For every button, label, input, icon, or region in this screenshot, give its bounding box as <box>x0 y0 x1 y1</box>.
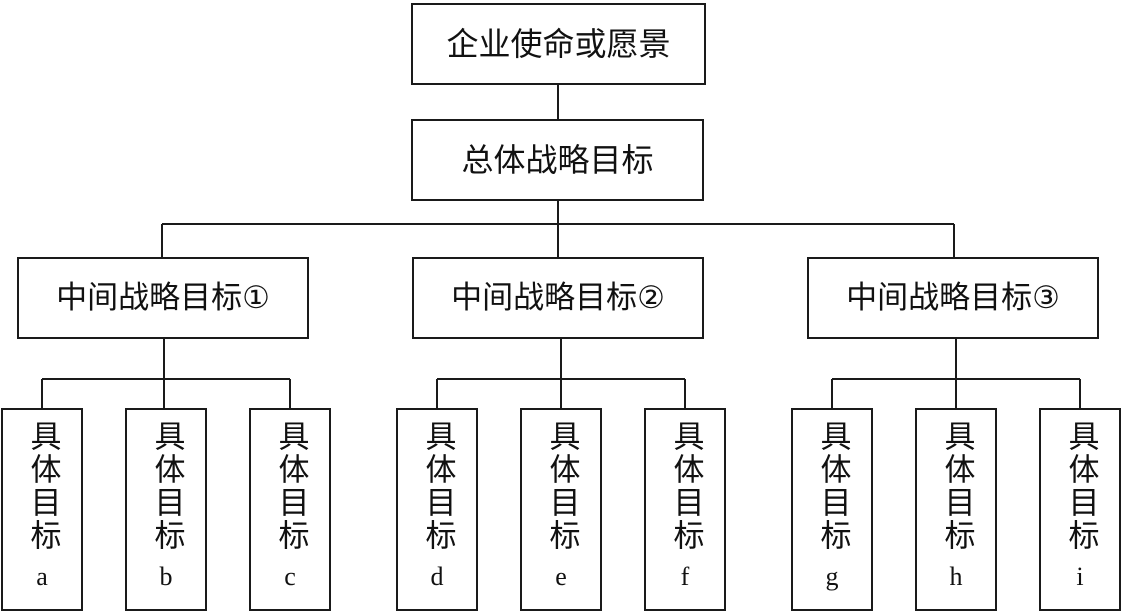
specific-goal-letter: d <box>430 562 444 591</box>
mission-label: 企业使命或愿景 <box>446 25 671 63</box>
specific-goal-label: 具体目标 <box>543 420 580 552</box>
specific-goal-label: 具体目标 <box>938 420 975 552</box>
overall-goal-box: 总体战略目标 <box>411 119 704 201</box>
specific-goal-box-a: 具体目标 a <box>1 408 83 611</box>
specific-goal-label: 具体目标 <box>814 420 851 552</box>
specific-goal-label: 具体目标 <box>667 420 704 552</box>
specific-goal-letter: h <box>949 562 963 591</box>
specific-goal-label: 具体目标 <box>1062 420 1099 552</box>
specific-goal-box-f: 具体目标 f <box>644 408 726 611</box>
specific-goal-letter: e <box>555 562 567 591</box>
intermediate-goal-box-2: 中间战略目标② <box>412 257 704 339</box>
intermediate-goal-label: 中间战略目标② <box>451 279 665 316</box>
intermediate-goal-label: 中间战略目标③ <box>846 279 1060 316</box>
specific-goal-box-g: 具体目标 g <box>791 408 873 611</box>
intermediate-goal-box-3: 中间战略目标③ <box>807 257 1099 339</box>
specific-goal-letter: a <box>36 562 48 591</box>
specific-goal-label: 具体目标 <box>419 420 456 552</box>
mission-box: 企业使命或愿景 <box>411 3 706 85</box>
specific-goal-letter: b <box>159 562 173 591</box>
specific-goal-box-d: 具体目标 d <box>396 408 478 611</box>
specific-goal-box-c: 具体目标 c <box>249 408 331 611</box>
specific-goal-box-h: 具体目标 h <box>915 408 997 611</box>
intermediate-goal-label: 中间战略目标① <box>56 279 270 316</box>
overall-goal-label: 总体战略目标 <box>461 141 654 179</box>
specific-goal-label: 具体目标 <box>272 420 309 552</box>
intermediate-goal-box-1: 中间战略目标① <box>17 257 309 339</box>
specific-goal-label: 具体目标 <box>24 420 61 552</box>
specific-goal-letter: g <box>825 562 839 591</box>
specific-goal-box-i: 具体目标 i <box>1039 408 1121 611</box>
specific-goal-letter: c <box>284 562 296 591</box>
specific-goal-box-b: 具体目标 b <box>125 408 207 611</box>
specific-goal-letter: i <box>1076 562 1084 591</box>
specific-goal-label: 具体目标 <box>148 420 185 552</box>
specific-goal-box-e: 具体目标 e <box>520 408 602 611</box>
specific-goal-letter: f <box>680 562 690 591</box>
